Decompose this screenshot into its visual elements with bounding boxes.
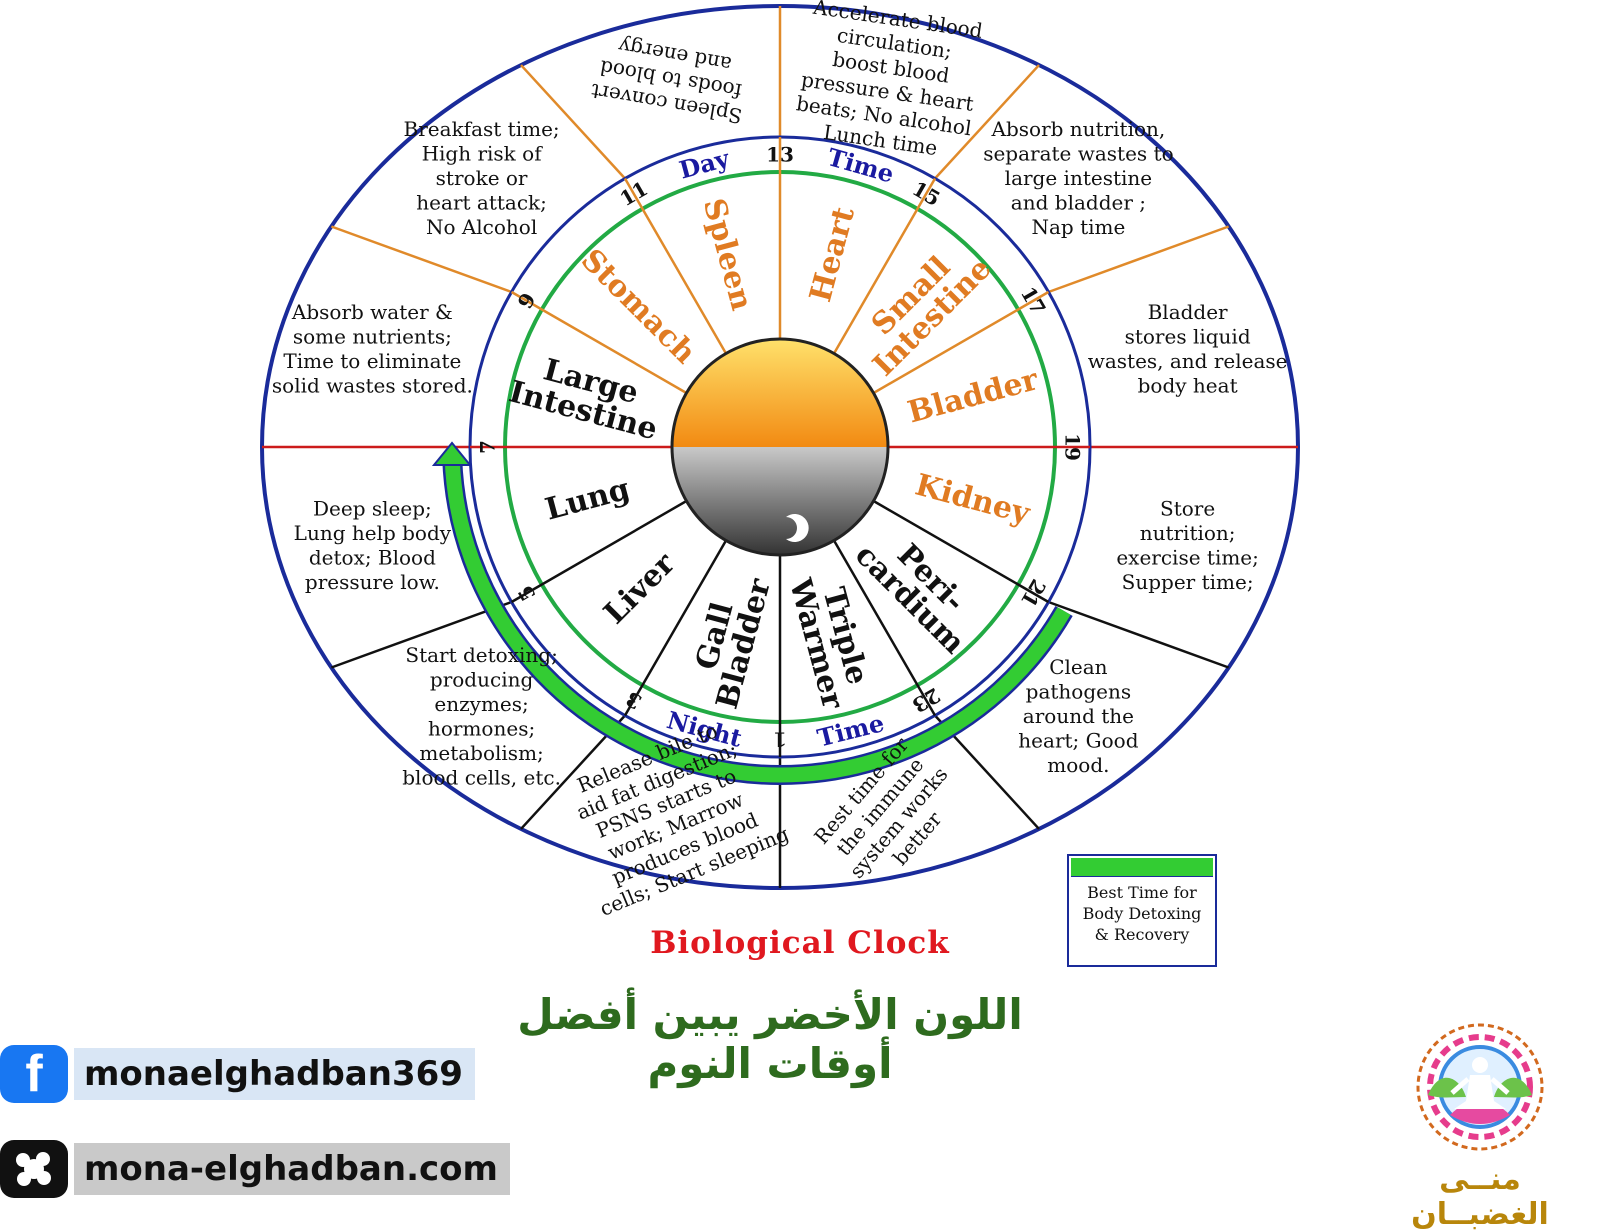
globe-icon xyxy=(0,1140,68,1198)
legend-label: Best Time for Body Detoxing & Recovery xyxy=(1073,882,1211,945)
website-url: mona-elghadban.com xyxy=(74,1143,510,1195)
legend-swatch xyxy=(1071,858,1213,877)
legend-box: Best Time for Body Detoxing & Recovery xyxy=(1067,854,1217,967)
facebook-icon: f xyxy=(0,1045,68,1103)
arabic-caption: اللون الأخضر يبين أفضل أوقات النوم xyxy=(470,990,1070,1088)
description-large-intestine: Absorb water &some nutrients;Time to eli… xyxy=(272,300,473,398)
hour-label: 19 xyxy=(1061,433,1085,461)
hour-label: 13 xyxy=(766,143,794,167)
facebook-badge[interactable]: f monaelghadban369 xyxy=(0,1045,475,1103)
hour-label: 1 xyxy=(773,728,787,752)
diagram-title: Biological Clock xyxy=(590,925,1010,961)
website-badge[interactable]: mona-elghadban.com xyxy=(0,1140,510,1198)
hour-label: 7 xyxy=(476,440,500,454)
logo-signature: منــى الغضبــان xyxy=(1390,1162,1570,1232)
facebook-handle: monaelghadban369 xyxy=(74,1048,475,1100)
